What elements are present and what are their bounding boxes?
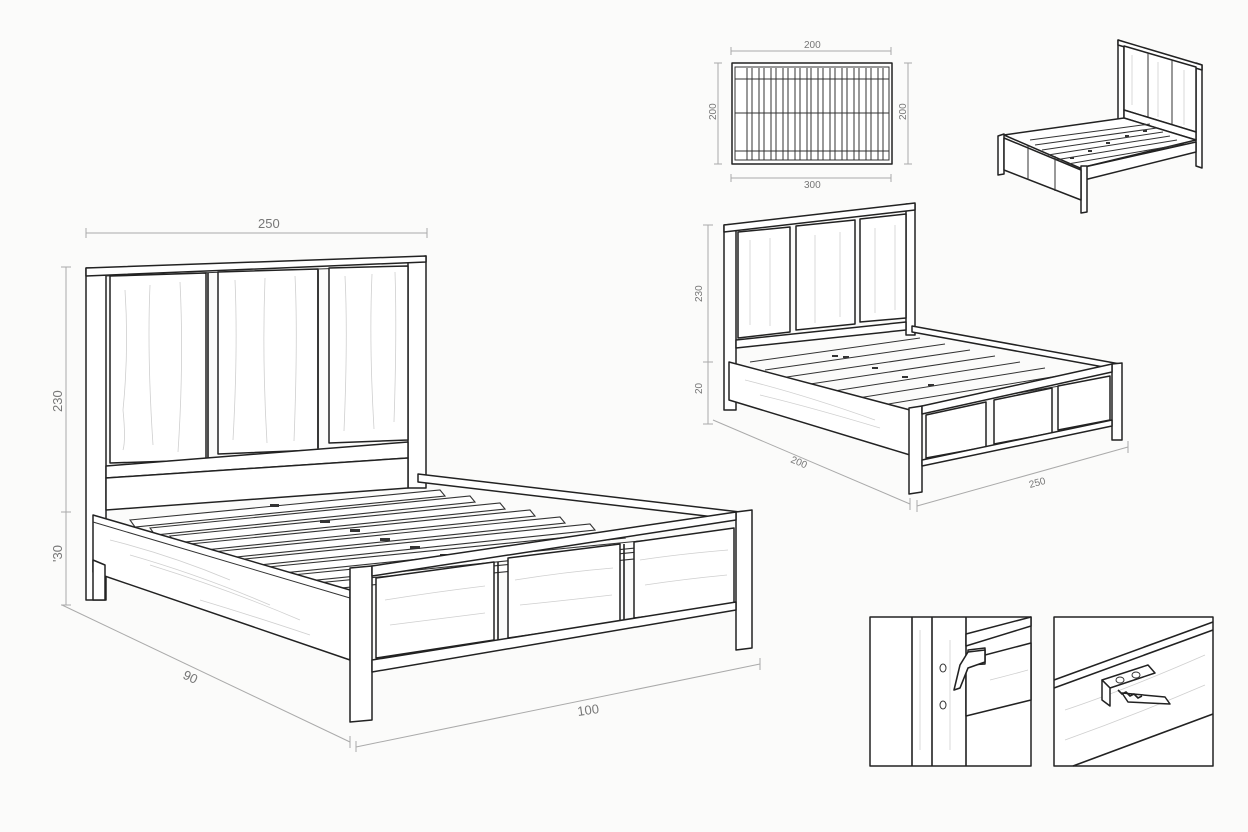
right-dim-230: 230 (694, 285, 705, 302)
footboard-right-post (735, 509, 753, 651)
plan-slats (735, 68, 889, 160)
headboard-right-post (407, 255, 427, 489)
mini-perspective-view (997, 39, 1203, 214)
dimension-width-top: 250 (85, 216, 428, 238)
dim-label-250: 250 (258, 216, 280, 231)
main-bed-view: 250 230 '30 (50, 216, 761, 752)
detail-hook-connector (869, 616, 1032, 767)
headboard-panel-3 (328, 265, 409, 444)
headboard-base-board (105, 457, 409, 511)
dim-label-30: '30 (50, 545, 65, 562)
dimension-length-bottom: 100 (355, 658, 761, 752)
plan-view: 200 300 200 200 (708, 40, 912, 191)
right-dim-200: 200 (789, 455, 809, 472)
plan-dim-right: 200 (898, 103, 909, 120)
footboard-top-rail (371, 511, 737, 577)
right-dim-20: 20 (694, 382, 705, 394)
detail-l-bracket (1053, 616, 1214, 767)
plan-dim-top: 200 (804, 40, 821, 51)
plan-dim-bottom: 300 (804, 180, 821, 191)
dimension-height-left: 230 '30 (50, 266, 71, 606)
right-dim-250: 250 (1028, 476, 1047, 491)
footboard-left-post (349, 565, 373, 723)
dim-label-230: 230 (50, 390, 65, 412)
right-perspective-view: 230 20 (694, 202, 1129, 512)
dim-label-90: 90 (181, 667, 200, 687)
headboard-top-rail (85, 255, 427, 277)
footboard-bottom-rail (371, 601, 737, 673)
dimension-depth-left: 90 (61, 604, 351, 748)
dim-label-100: 100 (576, 701, 600, 719)
rail-back-left-leg (92, 559, 106, 601)
headboard-panel-2 (217, 268, 319, 455)
plan-dim-left: 200 (708, 103, 719, 120)
